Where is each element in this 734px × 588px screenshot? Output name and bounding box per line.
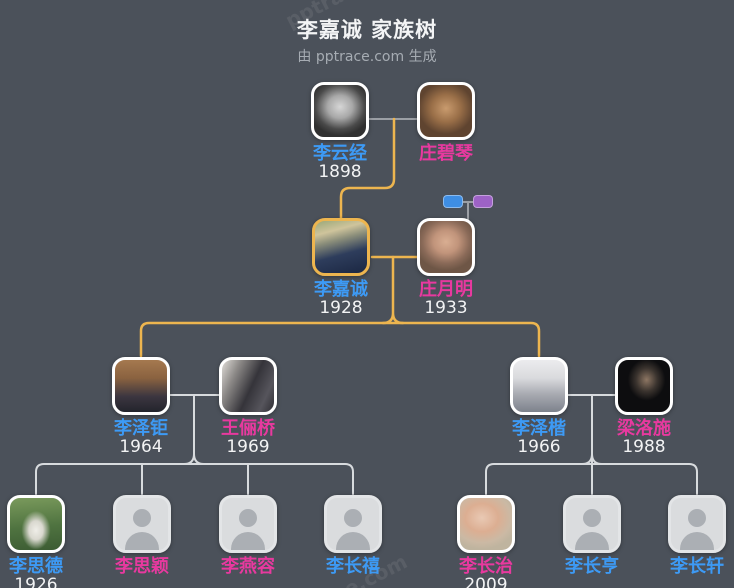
person-icon bbox=[231, 532, 265, 550]
birth-year: 1964 bbox=[119, 437, 163, 457]
person-name: 李长轩 bbox=[670, 556, 724, 577]
mini-parents-connector bbox=[462, 201, 474, 221]
collapsed-parent-node-blue[interactable] bbox=[443, 195, 463, 208]
person-name: 李思德 bbox=[9, 556, 63, 577]
portrait-photo bbox=[7, 495, 65, 553]
person-name: 李长治 bbox=[459, 556, 513, 577]
person-icon bbox=[575, 532, 609, 550]
portrait-photo bbox=[219, 357, 277, 415]
person-li-side[interactable]: 李思德 1926 bbox=[0, 495, 81, 588]
birth-year: 1969 bbox=[226, 437, 270, 457]
person-wang-liqiao[interactable]: 王俪桥 1969 bbox=[203, 357, 293, 457]
person-liang-luoshi[interactable]: 梁洛施 1988 bbox=[599, 357, 689, 457]
person-name: 李思颖 bbox=[115, 556, 169, 577]
person-icon bbox=[336, 532, 370, 550]
lineage-line-to-li-jiacheng bbox=[339, 117, 396, 220]
person-name: 庄碧琴 bbox=[419, 143, 473, 164]
birth-year: 1898 bbox=[318, 162, 362, 182]
person-li-changxuan[interactable]: 李长轩 bbox=[652, 495, 734, 576]
person-li-siying[interactable]: 李思颖 bbox=[97, 495, 187, 576]
page-subtitle: 由 pptrace.com 生成 bbox=[297, 49, 437, 65]
birth-year: 1933 bbox=[424, 298, 468, 318]
person-icon bbox=[680, 532, 714, 550]
sibling-rail-left bbox=[35, 463, 354, 495]
avatar-placeholder bbox=[324, 495, 382, 553]
sibling-rail-right bbox=[485, 463, 698, 495]
descent-line-gen2 bbox=[381, 255, 405, 325]
person-icon bbox=[688, 509, 706, 527]
person-li-changxi[interactable]: 李长禧 bbox=[308, 495, 398, 576]
person-li-yanrong[interactable]: 李燕容 bbox=[203, 495, 293, 576]
person-icon bbox=[133, 509, 151, 527]
portrait-photo-highlighted bbox=[312, 218, 370, 276]
portrait-photo bbox=[457, 495, 515, 553]
person-name: 王俪桥 bbox=[221, 418, 275, 439]
birth-year: 1988 bbox=[622, 437, 666, 457]
avatar-placeholder bbox=[219, 495, 277, 553]
person-icon bbox=[344, 509, 362, 527]
descent-line-left bbox=[183, 394, 205, 465]
person-li-changzhi[interactable]: 李长治 2009 bbox=[441, 495, 531, 588]
person-icon bbox=[239, 509, 257, 527]
portrait-photo bbox=[417, 218, 475, 276]
sibling-rail-gen3 bbox=[139, 321, 541, 358]
person-li-zekai[interactable]: 李泽楷 1966 bbox=[494, 357, 584, 457]
avatar-placeholder bbox=[563, 495, 621, 553]
portrait-photo bbox=[417, 82, 475, 140]
person-li-zeju[interactable]: 李泽钜 1964 bbox=[96, 357, 186, 457]
person-name: 李云经 bbox=[313, 143, 367, 164]
portrait-photo bbox=[510, 357, 568, 415]
person-name: 李泽楷 bbox=[512, 418, 566, 439]
person-name: 梁洛施 bbox=[617, 418, 671, 439]
avatar-placeholder bbox=[113, 495, 171, 553]
person-li-changheng[interactable]: 李长亨 bbox=[547, 495, 637, 576]
person-name: 李长禧 bbox=[326, 556, 380, 577]
birth-year: 1928 bbox=[319, 298, 363, 318]
avatar-placeholder bbox=[668, 495, 726, 553]
portrait-photo bbox=[112, 357, 170, 415]
person-li-yunjing[interactable]: 李云经 1898 bbox=[295, 82, 385, 182]
birth-year: 2009 bbox=[464, 575, 508, 588]
person-icon bbox=[125, 532, 159, 550]
person-zhuang-biqin[interactable]: 庄碧琴 bbox=[401, 82, 491, 163]
person-name: 李长亨 bbox=[565, 556, 619, 577]
collapsed-parent-node-purple[interactable] bbox=[473, 195, 493, 208]
person-li-jiacheng[interactable]: 李嘉诚 1928 bbox=[296, 218, 386, 318]
person-name: 庄月明 bbox=[419, 279, 473, 300]
person-icon bbox=[583, 509, 601, 527]
birth-year: 1926 bbox=[14, 575, 58, 588]
person-name: 李燕容 bbox=[221, 556, 275, 577]
portrait-photo bbox=[615, 357, 673, 415]
birth-year: 1966 bbox=[517, 437, 561, 457]
portrait-photo bbox=[311, 82, 369, 140]
person-name: 李泽钜 bbox=[114, 418, 168, 439]
person-zhuang-yueming[interactable]: 庄月明 1933 bbox=[401, 218, 491, 318]
person-name: 李嘉诚 bbox=[314, 279, 368, 300]
page-title: 李嘉诚 家族树 bbox=[296, 18, 438, 42]
